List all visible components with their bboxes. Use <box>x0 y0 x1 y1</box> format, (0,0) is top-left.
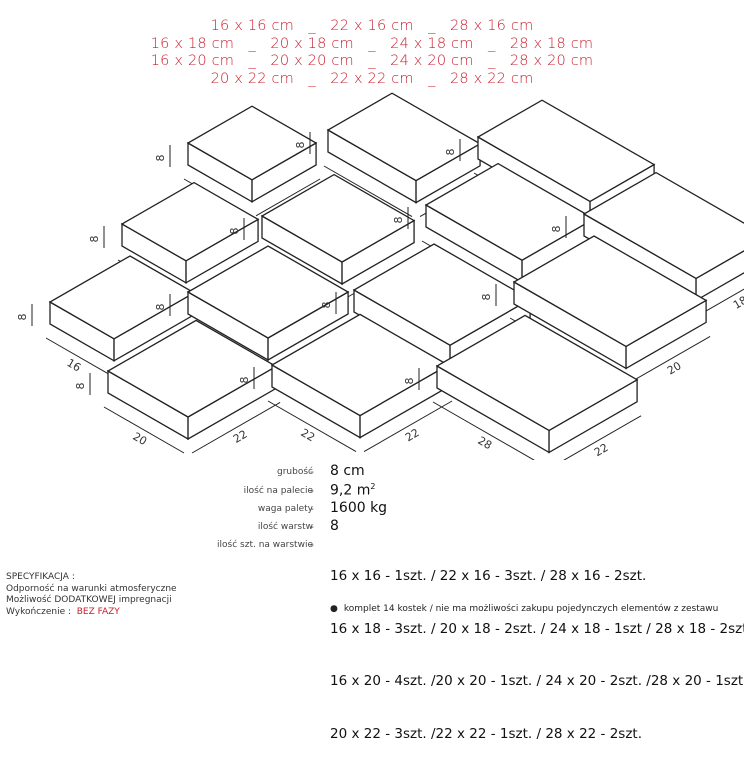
paving-block: 8 22 22 <box>238 313 453 453</box>
height-label: 8 <box>480 294 493 301</box>
dim-line-b <box>363 400 453 453</box>
spec-title: SPECYFIKACJA : <box>6 572 75 582</box>
height-label: 8 <box>154 304 167 311</box>
spec-line-1: Odporność na warunki atmosferyczne <box>6 583 177 594</box>
dim-label-a: 20 <box>130 430 149 448</box>
paving-block: 81618 <box>88 181 263 298</box>
block-top-face <box>435 314 639 432</box>
dim-line-a <box>323 165 413 218</box>
height-label: 8 <box>444 149 457 156</box>
set-line: 16 x 20 - 4szt. /20 x 20 - 1szt. / 24 x … <box>330 673 744 689</box>
dim-line-b <box>629 335 711 383</box>
height-label: 8 <box>550 226 563 233</box>
block-diagram: 8161682216828168161882018824188281881620… <box>16 92 744 460</box>
spec-line-2: Możliwość DODATKOWEJ impregnacji <box>6 595 172 605</box>
per-layer-label: ilość szt. na warstwie <box>217 540 313 550</box>
set-line: 16 x 18 - 3szt. / 20 x 18 - 2szt. / 24 x… <box>330 620 744 637</box>
layers-value: 8 <box>330 518 339 534</box>
paving-block: 8 28 22 <box>403 314 642 460</box>
block-top-face <box>260 173 416 263</box>
block-top-face <box>476 99 656 203</box>
dim-line-a <box>103 406 185 454</box>
specification-box: SPECYFIKACJA : Odporność na warunki atmo… <box>6 572 177 618</box>
dim-label-b: 22 <box>592 441 611 459</box>
spec-finish: Wykończenie : BEZ FAZY <box>6 607 177 619</box>
thickness-label: grubość <box>277 467 313 477</box>
size-line-2: 16 x 18 cm _ 20 x 18 cm _ 24 x 18 cm _ 2… <box>150 35 594 52</box>
dim-line-a <box>432 401 535 460</box>
dim-label-b: 22 <box>403 426 422 444</box>
size-list-header: 16 x 16 cm _ 22 x 16 cm _ 28 x 16 cm 16 … <box>0 18 744 88</box>
dim-line-a <box>45 337 111 376</box>
set-line: 20 x 22 - 3szt. /22 x 22 - 1szt. / 28 x … <box>330 725 642 742</box>
dash: - <box>310 502 314 515</box>
dim-label-b: 20 <box>665 359 684 377</box>
size-line-4: 20 x 22 cm _ 22 x 22 cm _ 28 x 22 cm <box>210 70 534 87</box>
set-composition: 16 x 16 - 1szt. / 22 x 16 - 3szt. / 28 x… <box>330 533 744 761</box>
finish-label: Wykończenie : <box>6 606 72 617</box>
height-label: 8 <box>16 314 29 321</box>
bullet-icon: ● <box>330 604 338 614</box>
dim-line-b <box>563 415 642 460</box>
dash: - <box>310 484 314 497</box>
dim-line-b <box>699 288 744 315</box>
finish-value: BEZ FAZY <box>76 606 120 617</box>
paving-block: 82418 <box>392 162 599 297</box>
height-label: 8 <box>74 383 87 390</box>
thickness-value: 8 cm <box>330 463 365 479</box>
height-label: 8 <box>88 236 101 243</box>
dim-line-b <box>191 401 281 454</box>
block-top-face <box>512 235 708 348</box>
dim-label-a: 22 <box>298 426 317 444</box>
height-label: 8 <box>392 217 405 224</box>
block-top-face <box>186 105 318 181</box>
height-label: 8 <box>320 302 333 309</box>
dash: - <box>310 520 314 533</box>
dim-label-b: 22 <box>231 428 250 446</box>
pallet-weight-value: 1600 kg <box>330 500 388 516</box>
dim-label-a: 16 <box>64 356 83 374</box>
height-label: 8 <box>154 155 167 162</box>
block-top-face <box>120 181 260 262</box>
dash: - <box>310 538 314 551</box>
per-pallet-value: 9,2 m2 <box>330 482 376 499</box>
layers-label: ilość warstw <box>257 522 313 532</box>
per-pallet-label: ilość na palecie <box>243 486 313 496</box>
note-text: komplet 14 kostek / nie ma możliwości za… <box>343 604 719 614</box>
dim-line-b <box>255 178 321 217</box>
block-top-face <box>186 245 350 339</box>
pallet-weight-label: waga palety <box>257 504 313 514</box>
dim-label-b: 18 <box>731 294 744 312</box>
set-line: 16 x 16 - 1szt. / 22 x 16 - 3szt. / 28 x… <box>330 568 647 584</box>
height-label: 8 <box>238 377 251 384</box>
block-top-face <box>582 171 744 280</box>
height-label: 8 <box>403 378 416 385</box>
size-line-1: 16 x 16 cm _ 22 x 16 cm _ 28 x 16 cm <box>210 18 534 34</box>
dash: - <box>310 465 314 478</box>
dim-line-a <box>267 400 357 453</box>
size-line-3: 16 x 20 cm _ 20 x 20 cm _ 24 x 20 cm _ 2… <box>150 53 594 69</box>
height-label: 8 <box>228 228 241 235</box>
block-front-face <box>695 250 744 302</box>
dim-label-a: 28 <box>475 434 494 452</box>
set-note: ● komplet 14 kostek / nie ma możliwości z… <box>330 604 718 614</box>
height-label: 8 <box>294 142 307 149</box>
